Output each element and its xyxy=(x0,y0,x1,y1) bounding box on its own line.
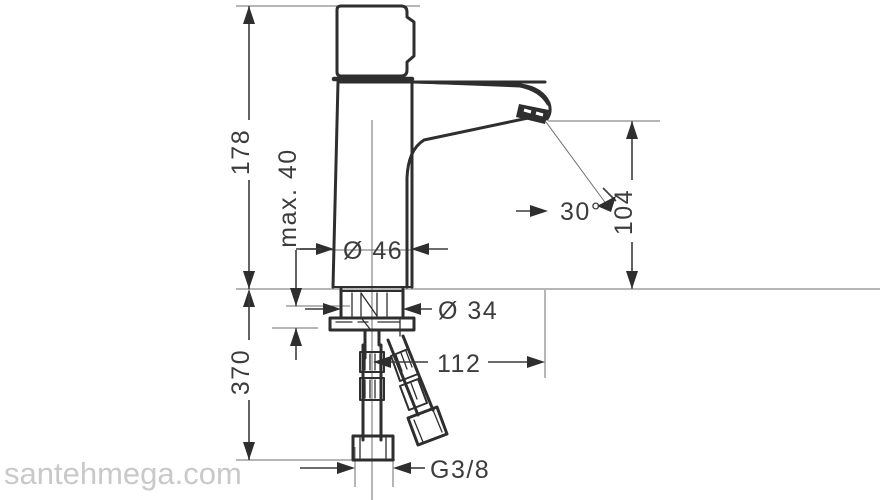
dimension-diameter-46: Ø 46 xyxy=(300,237,448,265)
body-left-wall xyxy=(331,80,340,289)
dimension-112: 112 xyxy=(373,350,545,378)
dimension-370: 370 xyxy=(227,292,318,460)
dimension-label-178: 178 xyxy=(227,129,255,175)
dimension-label-g38: G3/8 xyxy=(430,456,490,484)
faucet-body xyxy=(328,4,552,462)
dimension-label-370: 370 xyxy=(227,349,255,395)
spout-upper-sweep xyxy=(410,80,552,121)
dimension-angle-30: 30° xyxy=(516,121,617,226)
spout-aerator xyxy=(516,104,549,124)
dimension-max40: max. 40 xyxy=(274,140,334,306)
dimension-label-d34: Ø 34 xyxy=(438,297,498,325)
dimension-label-d46: Ø 46 xyxy=(343,237,403,265)
dimension-g38: G3/8 xyxy=(300,456,490,484)
dimension-178: 178 xyxy=(227,6,255,307)
mounting-shank xyxy=(328,287,416,360)
lever-handle xyxy=(335,4,416,78)
dimension-label-112: 112 xyxy=(437,350,481,378)
dimension-label-30deg: 30° xyxy=(560,198,602,226)
dimension-104: 104 xyxy=(548,120,640,290)
dimension-label-104: 104 xyxy=(610,189,638,235)
watermark-label: santehmega.com xyxy=(4,456,242,491)
spout-underside xyxy=(405,115,535,180)
hose-connection-assembly xyxy=(351,334,449,462)
dimension-diameter-34: Ø 34 xyxy=(305,297,498,325)
dimension-label-max40: max. 40 xyxy=(274,148,302,247)
